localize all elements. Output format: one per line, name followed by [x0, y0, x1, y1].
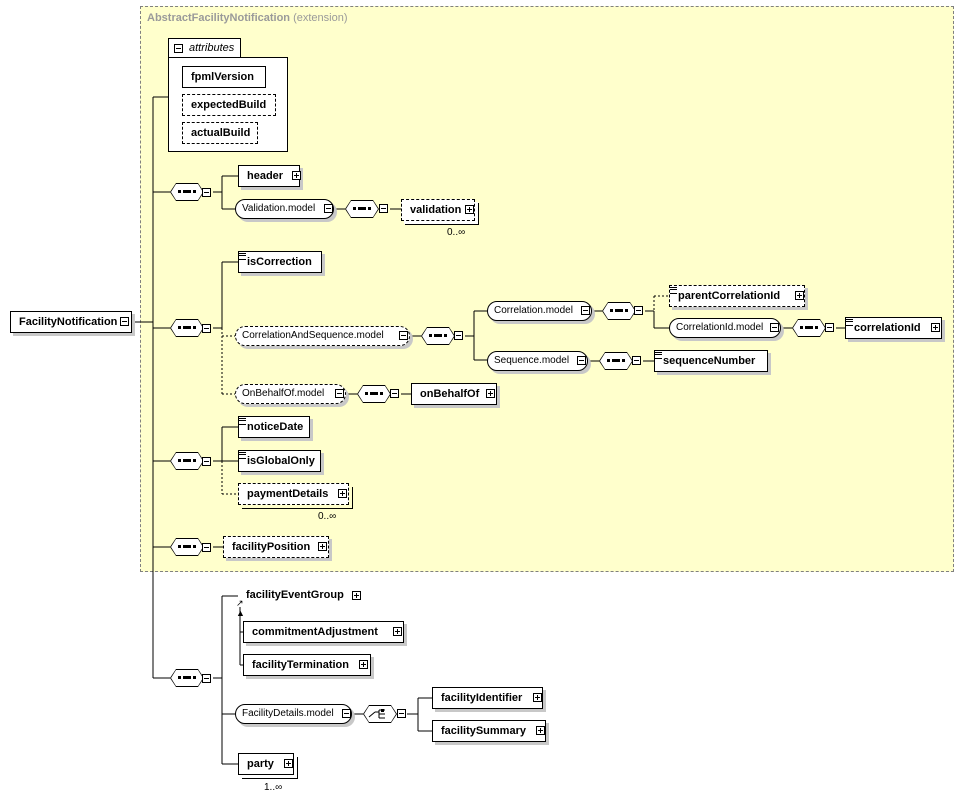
sequence-compositor [170, 452, 204, 470]
expand-icon[interactable] [292, 171, 301, 180]
attribute-item[interactable]: actualBuild [182, 122, 258, 144]
attribute-label: fpmlVersion [191, 71, 254, 83]
root-label: FacilityNotification [19, 316, 118, 328]
expand-icon[interactable] [393, 627, 402, 636]
collapse-icon[interactable] [335, 389, 344, 398]
element-facilityTermination[interactable]: facilityTermination [243, 654, 371, 676]
attribute-label: actualBuild [191, 127, 251, 139]
group-onBehalfOf-model[interactable]: OnBehalfOf.model [235, 384, 346, 404]
cardinality-label: 0..∞ [318, 511, 337, 522]
expand-icon[interactable] [352, 591, 361, 600]
sequence-compositor [345, 200, 379, 218]
element-paymentDetails[interactable]: paymentDetails [238, 483, 349, 505]
sequence-compositor [170, 538, 204, 556]
element-parentCorrelationId[interactable]: parentCorrelationId [669, 285, 805, 307]
collapse-icon[interactable] [202, 674, 211, 683]
collapse-icon[interactable] [770, 323, 779, 332]
documentation-icon [239, 418, 246, 425]
sequence-compositor [170, 183, 204, 201]
cardinality-label: 0..∞ [447, 227, 466, 238]
substitution-arrow-icon: ▲ [236, 608, 245, 618]
collapse-icon[interactable] [632, 356, 641, 365]
collapse-icon[interactable] [454, 331, 463, 340]
expand-icon[interactable] [486, 389, 495, 398]
element-facilityIdentifier[interactable]: facilityIdentifier [432, 687, 543, 709]
collapse-icon[interactable] [397, 709, 406, 718]
group-correlation-and-sequence-model[interactable]: CorrelationAndSequence.model [235, 326, 410, 346]
collapse-icon[interactable] [379, 204, 388, 213]
attribute-label: expectedBuild [191, 99, 267, 111]
documentation-icon [670, 287, 677, 294]
collapse-icon[interactable] [202, 457, 211, 466]
sequence-compositor [421, 327, 455, 345]
collapse-icon[interactable] [399, 331, 408, 340]
documentation-icon [846, 319, 853, 326]
expand-icon[interactable] [795, 291, 804, 300]
documentation-icon [239, 253, 246, 260]
collapse-icon[interactable] [634, 306, 643, 315]
collapse-icon[interactable] [174, 44, 183, 53]
group-validation-model[interactable]: Validation.model [235, 199, 334, 219]
element-facilityPosition[interactable]: facilityPosition [223, 536, 329, 558]
expand-icon[interactable] [338, 489, 347, 498]
attribute-item[interactable]: expectedBuild [182, 94, 276, 116]
cardinality-label: 1..∞ [264, 782, 283, 793]
collapse-icon[interactable] [120, 317, 129, 326]
expand-icon[interactable] [533, 693, 542, 702]
attributes-title: attributes [189, 42, 235, 54]
extension-note: (extension) [293, 12, 348, 24]
element-commitmentAdjustment[interactable]: commitmentAdjustment [243, 621, 404, 643]
collapse-icon[interactable] [577, 356, 586, 365]
group-correlation-model[interactable]: Correlation.model [487, 301, 592, 321]
substitution-arrow-icon: ↗ [236, 598, 244, 608]
documentation-icon [239, 452, 246, 459]
sequence-compositor [792, 319, 826, 337]
expand-icon[interactable] [284, 759, 293, 768]
sequence-compositor [602, 302, 636, 320]
expand-icon[interactable] [318, 542, 327, 551]
documentation-icon [655, 352, 662, 359]
element-isCorrection[interactable]: isCorrection [238, 251, 322, 273]
element-facilitySummary[interactable]: facilitySummary [432, 720, 546, 742]
sequence-compositor [170, 319, 204, 337]
element-party[interactable]: party [238, 753, 294, 775]
sequence-compositor [357, 385, 391, 403]
element-sequenceNumber[interactable]: sequenceNumber [654, 350, 768, 372]
expand-icon[interactable] [931, 323, 940, 332]
collapse-icon[interactable] [390, 389, 399, 398]
extension-base: AbstractFacilityNotification [147, 12, 291, 24]
group-facilityDetails-model[interactable]: FacilityDetails.model [235, 704, 352, 724]
element-correlationId[interactable]: correlationId [845, 317, 942, 339]
extension-title: AbstractFacilityNotification (extension) [147, 12, 348, 24]
element-validation[interactable]: validation [401, 199, 475, 221]
element-header[interactable]: header [238, 165, 300, 187]
group-correlationId-model[interactable]: CorrelationId.model [669, 318, 781, 338]
sequence-compositor [599, 352, 633, 370]
element-noticeDate[interactable]: noticeDate [238, 416, 310, 438]
root-element[interactable]: FacilityNotification [10, 311, 132, 333]
attributes-tab: attributes [168, 38, 241, 58]
expand-icon[interactable] [536, 726, 545, 735]
sequence-compositor [170, 669, 204, 687]
element-onBehalfOf[interactable]: onBehalfOf [411, 383, 497, 405]
collapse-icon[interactable] [202, 324, 211, 333]
collapse-icon[interactable] [581, 306, 590, 315]
expand-icon[interactable] [465, 205, 474, 214]
collapse-icon[interactable] [202, 188, 211, 197]
element-facilityEventGroup[interactable]: facilityEventGroup [238, 585, 362, 607]
element-isGlobalOnly[interactable]: isGlobalOnly [238, 450, 321, 472]
collapse-icon[interactable] [342, 709, 351, 718]
attribute-item[interactable]: fpmlVersion [182, 66, 266, 88]
collapse-icon[interactable] [202, 543, 211, 552]
expand-icon[interactable] [359, 660, 368, 669]
collapse-icon[interactable] [825, 323, 834, 332]
group-sequence-model[interactable]: Sequence.model [487, 351, 588, 371]
choice-compositor [363, 705, 397, 723]
collapse-icon[interactable] [324, 204, 333, 213]
